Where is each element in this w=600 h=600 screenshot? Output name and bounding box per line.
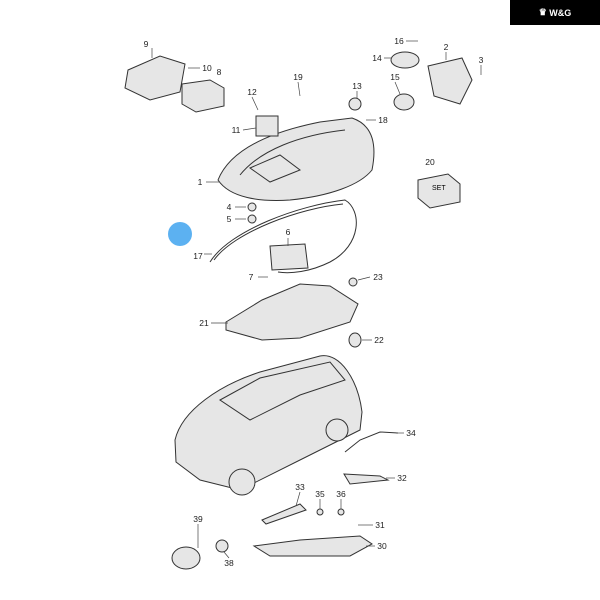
callout-8[interactable]: 8: [216, 67, 222, 77]
callout-3[interactable]: 3: [478, 55, 484, 65]
part-6: [269, 243, 309, 271]
part-34-wiring: [344, 431, 399, 453]
part-14: [390, 51, 420, 69]
callout-31[interactable]: 31: [375, 520, 385, 530]
callout-14[interactable]: 14: [372, 53, 382, 63]
callout-1[interactable]: 1: [197, 177, 203, 187]
callout-9[interactable]: 9: [143, 39, 149, 49]
brand-logo: ♛ W&G: [510, 0, 600, 25]
callout-19[interactable]: 19: [293, 72, 303, 82]
part-33-light: [261, 503, 307, 525]
fog-light: [171, 546, 201, 570]
part-32-strip: [343, 473, 390, 485]
cursor-indicator: [168, 222, 192, 246]
part-13: [348, 97, 362, 111]
callout-6[interactable]: 6: [285, 227, 291, 237]
callout-17[interactable]: 17: [193, 251, 203, 261]
part-38: [215, 539, 229, 553]
part-22: [348, 332, 362, 348]
callout-5[interactable]: 5: [226, 214, 232, 224]
callout-32[interactable]: 32: [397, 473, 407, 483]
part-1-headlight: [217, 117, 375, 201]
callout-38[interactable]: 38: [224, 558, 234, 568]
callout-18[interactable]: 18: [378, 115, 388, 125]
part-5: [247, 214, 257, 224]
callout-10[interactable]: 10: [202, 63, 212, 73]
part-20-set-box: [417, 173, 461, 209]
set-box-label: SET: [432, 185, 446, 192]
part-8-control-unit: [181, 79, 225, 113]
car-illustration: [174, 355, 363, 496]
part-9-bracket: [124, 55, 186, 101]
callout-36[interactable]: 36: [336, 489, 346, 499]
callout-39[interactable]: 39: [193, 514, 203, 524]
callout-2[interactable]: 2: [443, 42, 449, 52]
callout-30[interactable]: 30: [377, 541, 387, 551]
callout-13[interactable]: 13: [352, 81, 362, 91]
callout-23[interactable]: 23: [373, 272, 383, 282]
callout-4[interactable]: 4: [226, 202, 232, 212]
callout-22[interactable]: 22: [374, 335, 384, 345]
part-11: [255, 115, 279, 137]
part-15: [393, 93, 415, 111]
callout-16[interactable]: 16: [394, 36, 404, 46]
callout-21[interactable]: 21: [199, 318, 209, 328]
callout-15[interactable]: 15: [390, 72, 400, 82]
crown-icon: ♛: [538, 7, 550, 17]
part-30-lamp: [252, 535, 373, 557]
part-4: [247, 202, 257, 212]
part-17-seal: [209, 199, 357, 274]
callout-20[interactable]: 20: [425, 157, 435, 167]
callout-33[interactable]: 33: [295, 482, 305, 492]
callout-35[interactable]: 35: [315, 489, 325, 499]
callout-34[interactable]: 34: [406, 428, 416, 438]
part-21-bracket: [225, 283, 359, 341]
callout-11[interactable]: 11: [231, 125, 241, 135]
part-2-housing: [427, 57, 473, 105]
callout-12[interactable]: 12: [247, 87, 257, 97]
callout-7[interactable]: 7: [248, 272, 254, 282]
